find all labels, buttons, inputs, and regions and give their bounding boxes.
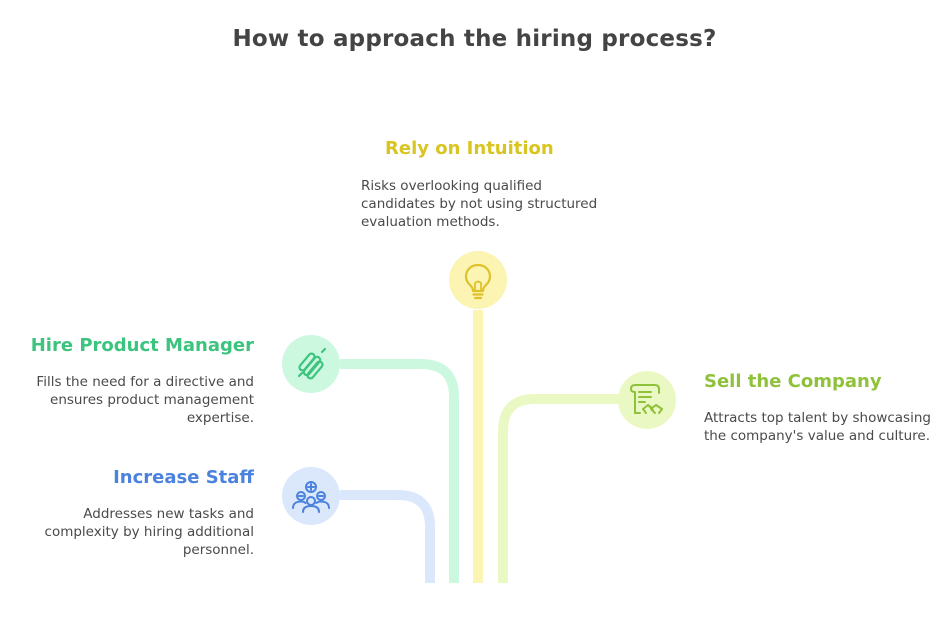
sell-title: Sell the Company [704,371,882,392]
staff-title: Increase Staff [113,467,254,488]
tools-icon [297,347,327,380]
contract-handshake-icon [630,384,663,414]
stem-sell [498,394,620,583]
staff-icon-circle [282,467,340,525]
sell-description: Attracts top talent by showcasing the co… [704,410,931,444]
sell-icon-circle [618,371,676,429]
product-manager-description: Fills the need for a directive and ensur… [36,374,254,426]
staff-description: Addresses new tasks and complexity by hi… [44,506,254,558]
lightbulb-icon [464,263,492,300]
stem-product-manager [340,359,459,583]
stem-staff [340,490,435,583]
product-manager-title: Hire Product Manager [30,335,254,356]
product-manager-icon-circle [282,335,340,393]
intuition-description: Risks overlooking qualified candidates b… [361,178,598,230]
add-people-icon [292,481,330,513]
page-title: How to approach the hiring process? [232,26,717,52]
intuition-icon-circle [449,251,507,309]
intuition-title: Rely on Intuition [385,138,554,159]
